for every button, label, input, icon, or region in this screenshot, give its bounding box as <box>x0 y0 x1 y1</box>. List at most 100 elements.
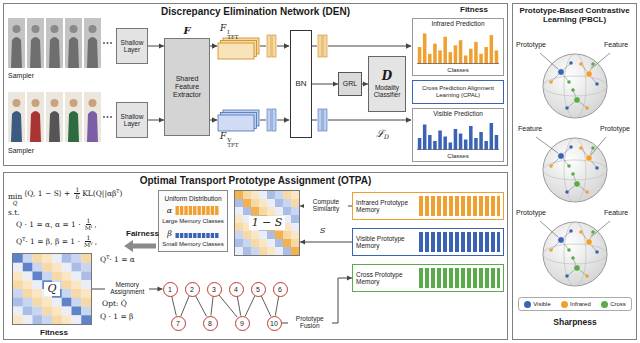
formula-text: Q <box>13 201 18 207</box>
formula-text: T <box>116 189 119 194</box>
matrix-cell <box>259 191 267 199</box>
bar-chart <box>175 228 219 238</box>
matrix-cell <box>267 239 275 247</box>
constraint-text: Q <box>100 255 106 264</box>
numerator: 1 <box>74 187 80 194</box>
formula-text: δ <box>75 193 79 200</box>
axis-label: Classes <box>413 67 503 75</box>
matrix-cell <box>235 207 243 215</box>
matrix-cell <box>72 307 82 316</box>
class-bar <box>184 233 187 238</box>
formula-text: 1 <box>86 234 90 241</box>
sphere-figure <box>543 54 607 286</box>
matrix-cell <box>81 298 91 307</box>
matrix-cell <box>13 263 23 272</box>
operator-stack: minQ <box>8 193 22 206</box>
similarity-symbol: S <box>320 226 325 235</box>
matrix-cell <box>251 231 259 239</box>
prediction-chart: Infrared PredictionClasses <box>412 18 504 76</box>
formula-text: T <box>22 237 25 242</box>
assignment-text: Opt: Q̂ <box>102 299 127 308</box>
matrix-cell <box>13 289 23 298</box>
process-box: Cross Prediction Alignment Learning (CPA… <box>412 80 504 104</box>
matrix-cell <box>81 272 91 281</box>
matrix-label: 1 − S <box>249 216 286 229</box>
matrix-cell <box>291 247 299 255</box>
class-bar <box>474 138 478 150</box>
class-bar <box>459 134 463 151</box>
matrix-cell <box>243 207 251 215</box>
matrix-cell <box>81 263 91 272</box>
box-label: Shallow Layer <box>118 39 146 53</box>
callout-label: Feature <box>604 41 628 48</box>
matrix-cell <box>243 199 251 207</box>
matrix-cell <box>283 247 291 255</box>
label-group: Fairness <box>126 229 159 239</box>
class-bar <box>193 206 196 215</box>
label-group: FVTFT <box>220 131 239 149</box>
matrix-cell <box>259 199 267 207</box>
assignment-node: 5 <box>251 282 266 297</box>
matrix-cell <box>235 223 243 231</box>
class-bar <box>464 140 468 151</box>
constraint-text: T <box>106 255 109 260</box>
class-bar <box>433 44 437 64</box>
matrix-cell <box>62 298 72 307</box>
matrix-cell <box>275 207 283 215</box>
class-bar <box>418 138 422 150</box>
assignment-node: 7 <box>171 316 186 331</box>
objective-label: Fairness <box>126 229 159 238</box>
class-bar <box>202 206 205 215</box>
matrix-cell <box>33 263 43 272</box>
matrix-box: 1 − S <box>234 190 300 256</box>
class-bar <box>189 233 192 238</box>
matrix-cell <box>52 298 62 307</box>
class-bar <box>185 206 188 215</box>
callout-number: 4 <box>234 286 238 293</box>
matrix-cell <box>291 207 299 215</box>
arrow-head <box>300 239 305 244</box>
matrix-cell <box>81 315 91 324</box>
matrix-cell <box>52 272 62 281</box>
callout-number: 6 <box>278 286 282 293</box>
class-bar <box>443 37 447 64</box>
connector-line <box>261 296 271 316</box>
matrix-cell <box>243 239 251 247</box>
matrix-cell <box>13 254 23 263</box>
class-bar <box>449 143 453 151</box>
edge-label: Memory Assignment <box>105 280 149 296</box>
formula-text: ⟨Q, 1 − S⟩ + <box>24 189 70 198</box>
matrix-cell <box>275 199 283 207</box>
matrix-cell <box>267 199 275 207</box>
matrix-cell <box>13 307 23 316</box>
extractor-body: Shared Feature Extractor <box>164 38 210 136</box>
matrix-cell <box>267 207 275 215</box>
class-bar <box>474 42 478 64</box>
label-group: QT· 1 = α <box>100 255 135 264</box>
class-bar <box>454 45 458 64</box>
axis-label: Small Memory Classes <box>162 241 224 248</box>
matrix-cell <box>13 315 23 324</box>
fairness-arrow <box>124 240 156 252</box>
denominator: MI <box>85 225 93 231</box>
memory-slots <box>419 232 500 252</box>
objective-label: Sharpness <box>553 317 596 327</box>
connector <box>211 296 213 315</box>
connector-line <box>237 296 240 315</box>
legend-swatch <box>601 301 608 308</box>
connector <box>148 117 164 122</box>
legend-entry: Infrared <box>561 301 591 308</box>
callout-number: 3 <box>212 286 216 293</box>
class-bar <box>180 206 183 215</box>
matrix-cell <box>251 207 259 215</box>
matrix-cell <box>72 280 82 289</box>
formula-text: M <box>85 224 91 231</box>
bar-chart <box>175 205 219 215</box>
formula-text: , <box>94 220 96 229</box>
panel-heading: Prototype-Based Contrastive Learning (PB… <box>513 6 636 24</box>
matrix-cell <box>72 272 82 281</box>
assignment-node: 6 <box>273 282 288 297</box>
class-bar <box>490 35 494 64</box>
matrix-cell <box>291 191 299 199</box>
assignment-node: 9 <box>235 316 250 331</box>
